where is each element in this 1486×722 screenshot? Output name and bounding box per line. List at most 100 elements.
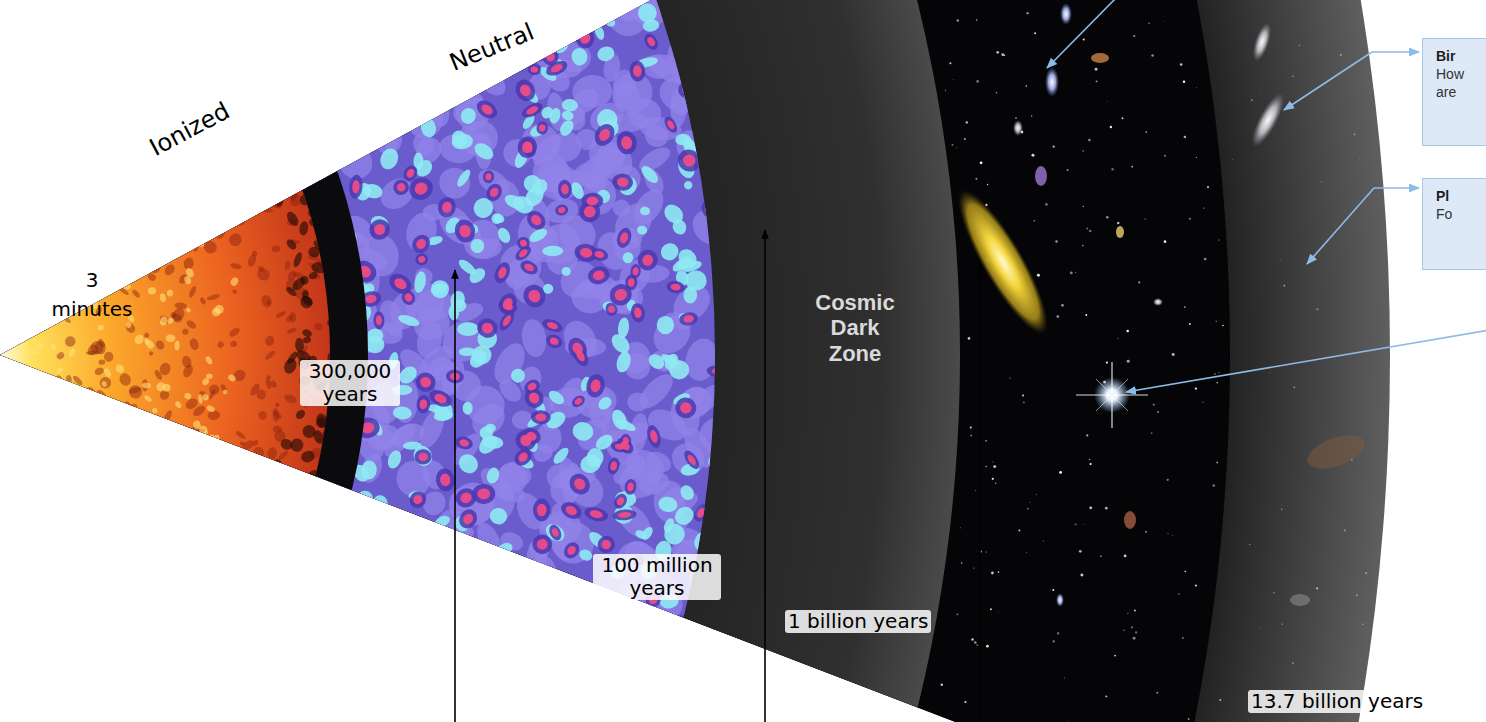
fireball-speckle: [143, 394, 152, 403]
fireball-speckle: [197, 241, 205, 247]
cmb-hot-spot: [364, 294, 377, 305]
star: [956, 613, 958, 615]
cmb-patch: [520, 172, 544, 196]
cmb-patch: [675, 254, 695, 273]
cmb-hot-spot: [682, 84, 693, 94]
cmb-patch: [369, 494, 389, 516]
cmb-patch: [427, 276, 453, 302]
star: [1105, 695, 1107, 697]
galaxy: [1091, 53, 1109, 63]
star: [986, 466, 987, 467]
star: [1086, 434, 1088, 436]
star: [1202, 401, 1203, 402]
fireball-speckle: [55, 351, 65, 361]
cmb-patch: [558, 179, 573, 199]
galaxy: [1290, 594, 1310, 606]
galaxy: [1116, 226, 1124, 238]
fireball-speckle: [237, 218, 246, 226]
cmb-hot-spot: [459, 438, 470, 447]
fireball-speckle: [263, 196, 276, 209]
bright-star: [1076, 362, 1148, 428]
fireball-speckle: [114, 363, 126, 375]
cmb-hot-spot: [477, 488, 491, 500]
fireball-speckle: [235, 430, 247, 441]
fireball-speckle: [192, 420, 201, 430]
cmb-patch: [433, 161, 477, 205]
star: [991, 572, 994, 575]
star: [1034, 220, 1035, 221]
cmb-hot-spot: [461, 512, 475, 526]
cmb-patch: [542, 246, 563, 257]
fireball-speckle: [216, 340, 225, 349]
fireball-speckle: [264, 349, 277, 361]
cmb-patch: [608, 331, 633, 357]
time-label: 13.7 billion years: [1248, 690, 1426, 713]
cmb-hot-spot: [496, 266, 508, 280]
star: [964, 701, 966, 703]
fireball-speckle: [97, 375, 113, 391]
star: [1180, 63, 1183, 66]
fireball-speckle: [272, 408, 279, 422]
cmb-patch: [519, 136, 539, 159]
star: [970, 435, 972, 437]
star: [1037, 274, 1040, 277]
star: [1117, 222, 1120, 225]
cmb-patch: [561, 539, 582, 561]
fireball-speckle: [214, 227, 225, 238]
cmb-patch: [615, 129, 639, 156]
fireball-speckle: [297, 180, 312, 192]
cmb-patch: [642, 31, 661, 52]
leader-arrow: [1374, 187, 1419, 189]
star: [1001, 53, 1004, 56]
star: [1009, 377, 1010, 378]
pointer-arrow: [979, 264, 981, 722]
cmb-patch: [640, 207, 650, 216]
cmb-hot-spot: [589, 509, 604, 519]
fireball-speckle: [50, 343, 57, 351]
cmb-hot-spot: [589, 379, 601, 393]
cmb-hot-spot: [531, 67, 539, 73]
leader-arrow: [1284, 52, 1372, 110]
fireball-speckle: [228, 326, 242, 338]
box-body: Fo: [1436, 205, 1481, 223]
fireball-speckle: [171, 428, 180, 441]
star: [986, 645, 989, 648]
star: [1222, 325, 1223, 326]
cmb-patch: [392, 406, 412, 420]
fireball-speckle: [206, 293, 221, 301]
fireball-speckle: [185, 307, 191, 313]
fireball-speckle: [123, 402, 139, 415]
cmb-hot-spot: [579, 32, 591, 45]
star: [1185, 571, 1187, 573]
cmb-patch: [575, 197, 605, 226]
fireball-speckle: [148, 351, 154, 357]
cmb-patch: [466, 397, 511, 442]
cmb-patch: [496, 290, 521, 317]
star: [1204, 258, 1207, 261]
cmb-patch: [512, 76, 539, 104]
star: [960, 527, 961, 528]
fireball-speckle: [127, 384, 143, 400]
star: [1316, 587, 1318, 589]
star: [966, 121, 968, 123]
star: [1249, 544, 1250, 545]
fireball-speckle: [83, 387, 96, 401]
cmb-patch: [483, 181, 505, 204]
cmb-hot-spot: [696, 507, 707, 519]
star: [1182, 637, 1184, 639]
cmb-patch: [561, 109, 575, 121]
fireball-speckle: [307, 205, 322, 219]
cmb-patch: [494, 540, 515, 559]
star: [1096, 80, 1098, 82]
cmb-patch: [456, 506, 481, 532]
star: [976, 19, 977, 20]
fireball-speckle: [274, 402, 280, 408]
galaxy: [1045, 67, 1059, 97]
cmb-patch: [515, 235, 531, 252]
star: [1075, 523, 1077, 525]
fireball-speckle: [166, 317, 175, 325]
star: [1138, 281, 1140, 283]
star: [1004, 55, 1005, 56]
star: [1088, 139, 1091, 142]
leader-lines: [1047, 0, 1486, 392]
